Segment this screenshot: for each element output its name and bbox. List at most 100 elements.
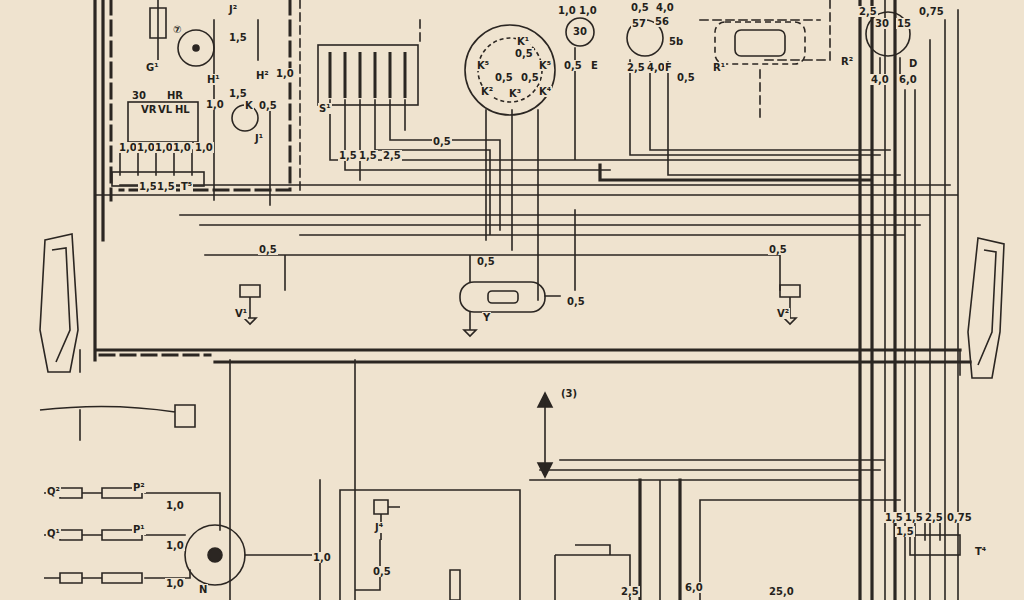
wire-label: Y <box>482 312 491 323</box>
horn-button <box>178 30 214 66</box>
wire-label: E <box>590 60 599 71</box>
wire-label: 4,0 <box>655 2 675 13</box>
wire-label: 1,0 <box>275 68 295 79</box>
wire-label: 5b <box>668 36 684 47</box>
fuse <box>330 52 405 98</box>
wire-label: 1,0 <box>312 552 332 563</box>
wire-label: P¹ <box>132 524 146 535</box>
generator <box>555 545 630 600</box>
ground-symbol <box>464 312 476 336</box>
wire-label: 1,0 <box>194 142 214 153</box>
wire-label: H² <box>255 70 270 81</box>
wire-label: Q¹ <box>46 528 61 539</box>
wire-label: 0,5 <box>432 136 452 147</box>
connector-block <box>910 535 960 555</box>
wire-label: K² <box>480 86 494 97</box>
wire-label: 1,5 <box>884 512 904 523</box>
wire-label: HR <box>166 90 184 101</box>
wire-label: 0,5 <box>476 256 496 267</box>
wire-label: K⁵ <box>538 60 552 71</box>
wire-label: 2,5 <box>858 6 878 17</box>
turn-signal-lever <box>150 0 166 60</box>
fuse-box <box>318 45 418 105</box>
wire-label: ⑦ <box>172 24 182 35</box>
wire-label: R² <box>840 56 854 67</box>
wire-label: S¹ <box>318 103 332 114</box>
switch-block <box>128 102 198 142</box>
wire-label: 56 <box>654 16 670 27</box>
wire-label: J² <box>228 4 238 15</box>
wire-label: K⁵ <box>476 60 490 71</box>
wire-label: D <box>908 58 918 69</box>
wire-label: 1,0 <box>165 500 185 511</box>
wire-label: 0,5 <box>258 244 278 255</box>
wire-dashed <box>300 0 830 190</box>
wire-label: 2,5 <box>626 62 646 73</box>
wire-label: 0,5 <box>514 48 534 59</box>
wire-label: 25,0 <box>768 586 795 597</box>
wire-label: H¹ <box>206 74 221 85</box>
wire-label: K⁴ <box>538 86 552 97</box>
rotor <box>208 548 222 562</box>
light-switch <box>566 18 594 46</box>
wire-label: 0,75 <box>918 6 945 17</box>
main-harness <box>95 0 970 600</box>
wire-group <box>80 0 970 600</box>
wire-label: 0,5 <box>676 72 696 83</box>
wire-label: 6,0 <box>684 582 704 593</box>
component-group <box>40 0 1004 600</box>
bulb <box>488 291 518 303</box>
wire-label: 2,5 <box>924 512 944 523</box>
wire-label: T⁵ <box>180 181 193 192</box>
wire-label: 0,5 <box>520 72 540 83</box>
wire-label: (3) <box>560 388 578 399</box>
spark-plug <box>44 488 142 583</box>
wire-label: 1,0 <box>136 142 156 153</box>
wire-label: R¹ <box>712 62 726 73</box>
wire-label: 1,5 <box>228 32 248 43</box>
wire-label: 1,5 <box>338 150 358 161</box>
double-arrow <box>538 393 552 477</box>
wire-label: N <box>198 584 208 595</box>
wire-label: 1,0 <box>172 142 192 153</box>
headlight-left <box>40 234 78 372</box>
wiper-lever <box>40 405 195 427</box>
wire-label: 1,0 <box>165 540 185 551</box>
wire-label: 0,5 <box>494 72 514 83</box>
wire-label: 2,5 <box>382 150 402 161</box>
wire-label: J¹ <box>254 133 264 144</box>
contact-dot <box>193 45 199 51</box>
radio-body <box>735 30 785 56</box>
wire-label: V¹ <box>234 308 248 319</box>
wire-label: VR <box>140 104 157 115</box>
oil-pressure-switch <box>374 500 400 540</box>
wire-label: 1,0 <box>118 142 138 153</box>
wire-label: 1,0 <box>205 99 225 110</box>
harness-dashed <box>100 0 290 355</box>
wire-label: 57 <box>631 18 647 29</box>
wire-label: 30 <box>874 18 890 29</box>
wire-label: 1,0 <box>154 142 174 153</box>
interior-light <box>460 282 545 312</box>
wire-label: V² <box>776 308 790 319</box>
headlight-right <box>968 238 1004 378</box>
distributor <box>185 525 245 585</box>
wire-label: 1,5 <box>895 526 915 537</box>
wire-label: 15 <box>896 18 912 29</box>
wire-label: T⁴ <box>974 546 987 557</box>
sender <box>450 570 460 600</box>
wire-label: 0,5 <box>563 60 583 71</box>
wire-label: Q² <box>46 486 61 497</box>
wire-label: J⁴ <box>374 522 384 533</box>
wire-label: K¹ <box>516 36 530 47</box>
wire-label: 1,0 <box>557 5 577 16</box>
wire-label: 2,5 <box>620 586 640 597</box>
wire-label: 1,5 <box>138 181 158 192</box>
wire-label: 1,5 <box>156 181 176 192</box>
wire-label: 0,5 <box>372 566 392 577</box>
wire-label: 0,5 <box>630 2 650 13</box>
wire-label: 4,0 <box>870 74 890 85</box>
instrument-cluster <box>465 25 555 115</box>
wire-label: 0,5 <box>258 100 278 111</box>
